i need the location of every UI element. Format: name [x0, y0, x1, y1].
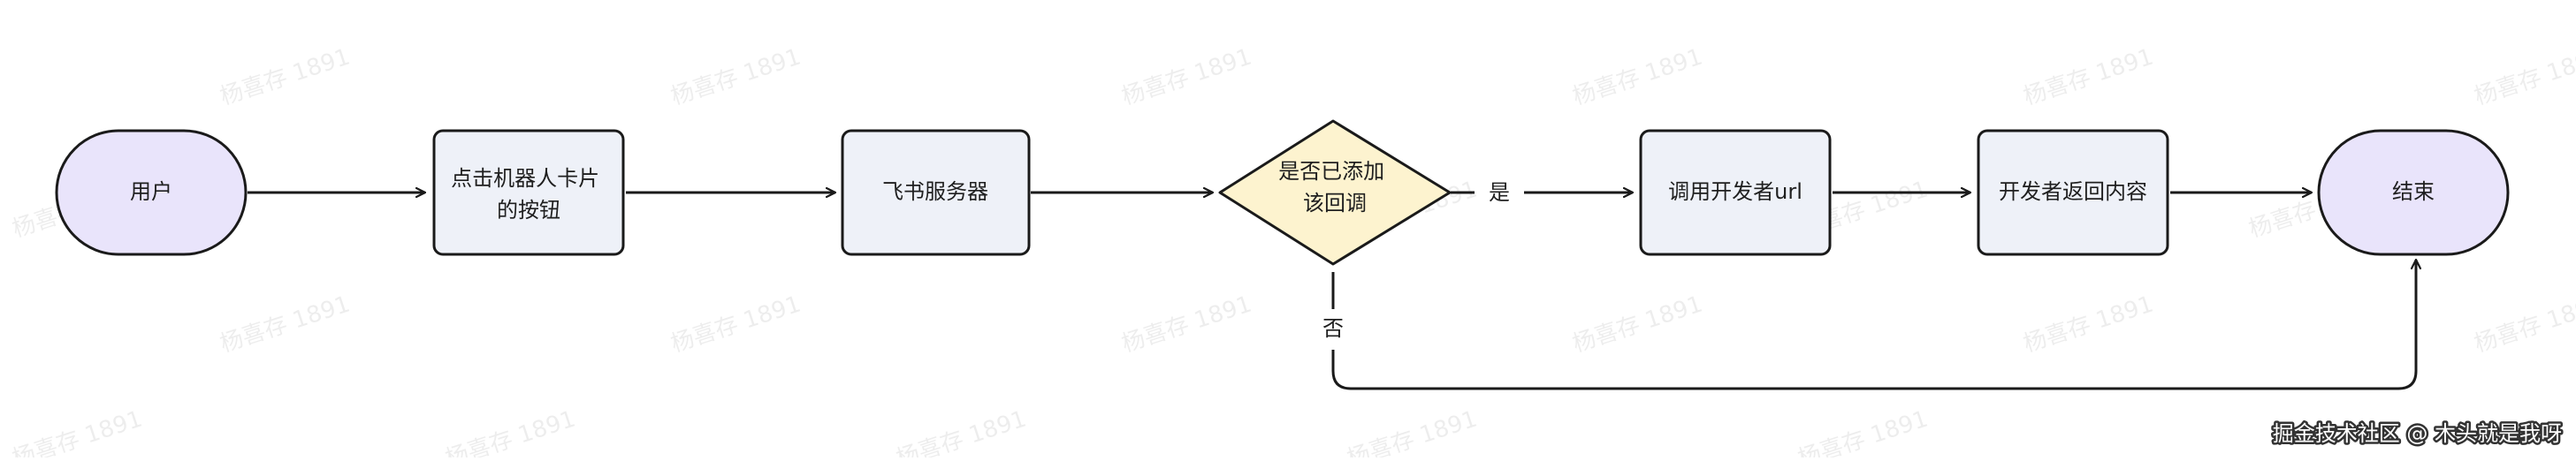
- watermark-text: 杨喜存 1891: [1344, 406, 1480, 457]
- footer-credit-text: 掘金技术社区 @ 木头就是我呀: [2273, 421, 2562, 446]
- node-end-label: 结束: [2392, 179, 2435, 204]
- watermark-text: 杨喜存 1891: [217, 44, 353, 111]
- node-end[interactable]: 结束: [2317, 129, 2510, 256]
- watermark-text: 杨喜存 1891: [1118, 291, 1254, 359]
- node-user[interactable]: 用户: [55, 129, 248, 256]
- node-user-shape: [55, 129, 248, 256]
- watermark-text: 杨喜存 1891: [2471, 44, 2576, 111]
- watermark-layer: 杨喜存 1891 杨喜存 1891 杨喜存 1891 杨喜存 1891 杨喜存 1891…: [9, 44, 2576, 461]
- watermark-text: 杨喜存 1891: [1118, 44, 1254, 111]
- node-dev-return-label: 开发者返回内容: [1999, 179, 2147, 204]
- edge-label-yes: 是: [1489, 180, 1510, 205]
- node-call-url-shape: [1639, 129, 1832, 256]
- node-call-url-label: 调用开发者url: [1668, 179, 1802, 204]
- watermark-text: 杨喜存 1891: [2020, 44, 2156, 111]
- node-decision[interactable]: 是否已添加 该回调: [1218, 119, 1452, 266]
- watermark-text: 杨喜存 1891: [667, 44, 804, 111]
- node-decision-label: 是否已添加 该回调: [1278, 159, 1391, 215]
- node-user-label: 用户: [130, 179, 172, 204]
- watermark-text: 杨喜存 1891: [1795, 406, 1931, 457]
- watermark-text: 杨喜存 1891: [9, 406, 145, 457]
- node-feishu-server[interactable]: 飞书服务器: [841, 129, 1031, 256]
- node-end-shape: [2317, 129, 2510, 256]
- node-feishu-server-label: 飞书服务器: [882, 179, 988, 204]
- edge-label-no: 否: [1322, 316, 1344, 341]
- node-call-url[interactable]: 调用开发者url: [1639, 129, 1832, 256]
- node-feishu-server-shape: [841, 129, 1031, 256]
- watermark-text: 杨喜存 1891: [1569, 44, 1705, 111]
- node-decision-shape: [1218, 119, 1452, 266]
- watermark-text: 杨喜存 1891: [1569, 291, 1705, 359]
- node-click-card-label: 点击机器人卡片 的按钮: [451, 166, 606, 223]
- node-dev-return[interactable]: 开发者返回内容: [1977, 129, 2169, 256]
- node-dev-return-shape: [1977, 129, 2169, 256]
- watermark-text: 杨喜存 1891: [667, 291, 804, 359]
- edges: [248, 193, 2416, 390]
- footer-credit: 掘金技术社区 @ 木头就是我呀: [2270, 419, 2564, 449]
- node-click-card[interactable]: 点击机器人卡片 的按钮: [432, 129, 625, 256]
- node-click-card-shape: [432, 129, 625, 256]
- watermark-text: 杨喜存 1891: [2471, 291, 2576, 359]
- watermark-text: 杨喜存 1891: [893, 406, 1029, 457]
- watermark-text: 杨喜存 1891: [442, 406, 578, 457]
- watermark-text: 杨喜存 1891: [217, 291, 353, 359]
- edge-decision-no: [1331, 260, 2416, 390]
- watermark-text: 杨喜存 1891: [2020, 291, 2156, 359]
